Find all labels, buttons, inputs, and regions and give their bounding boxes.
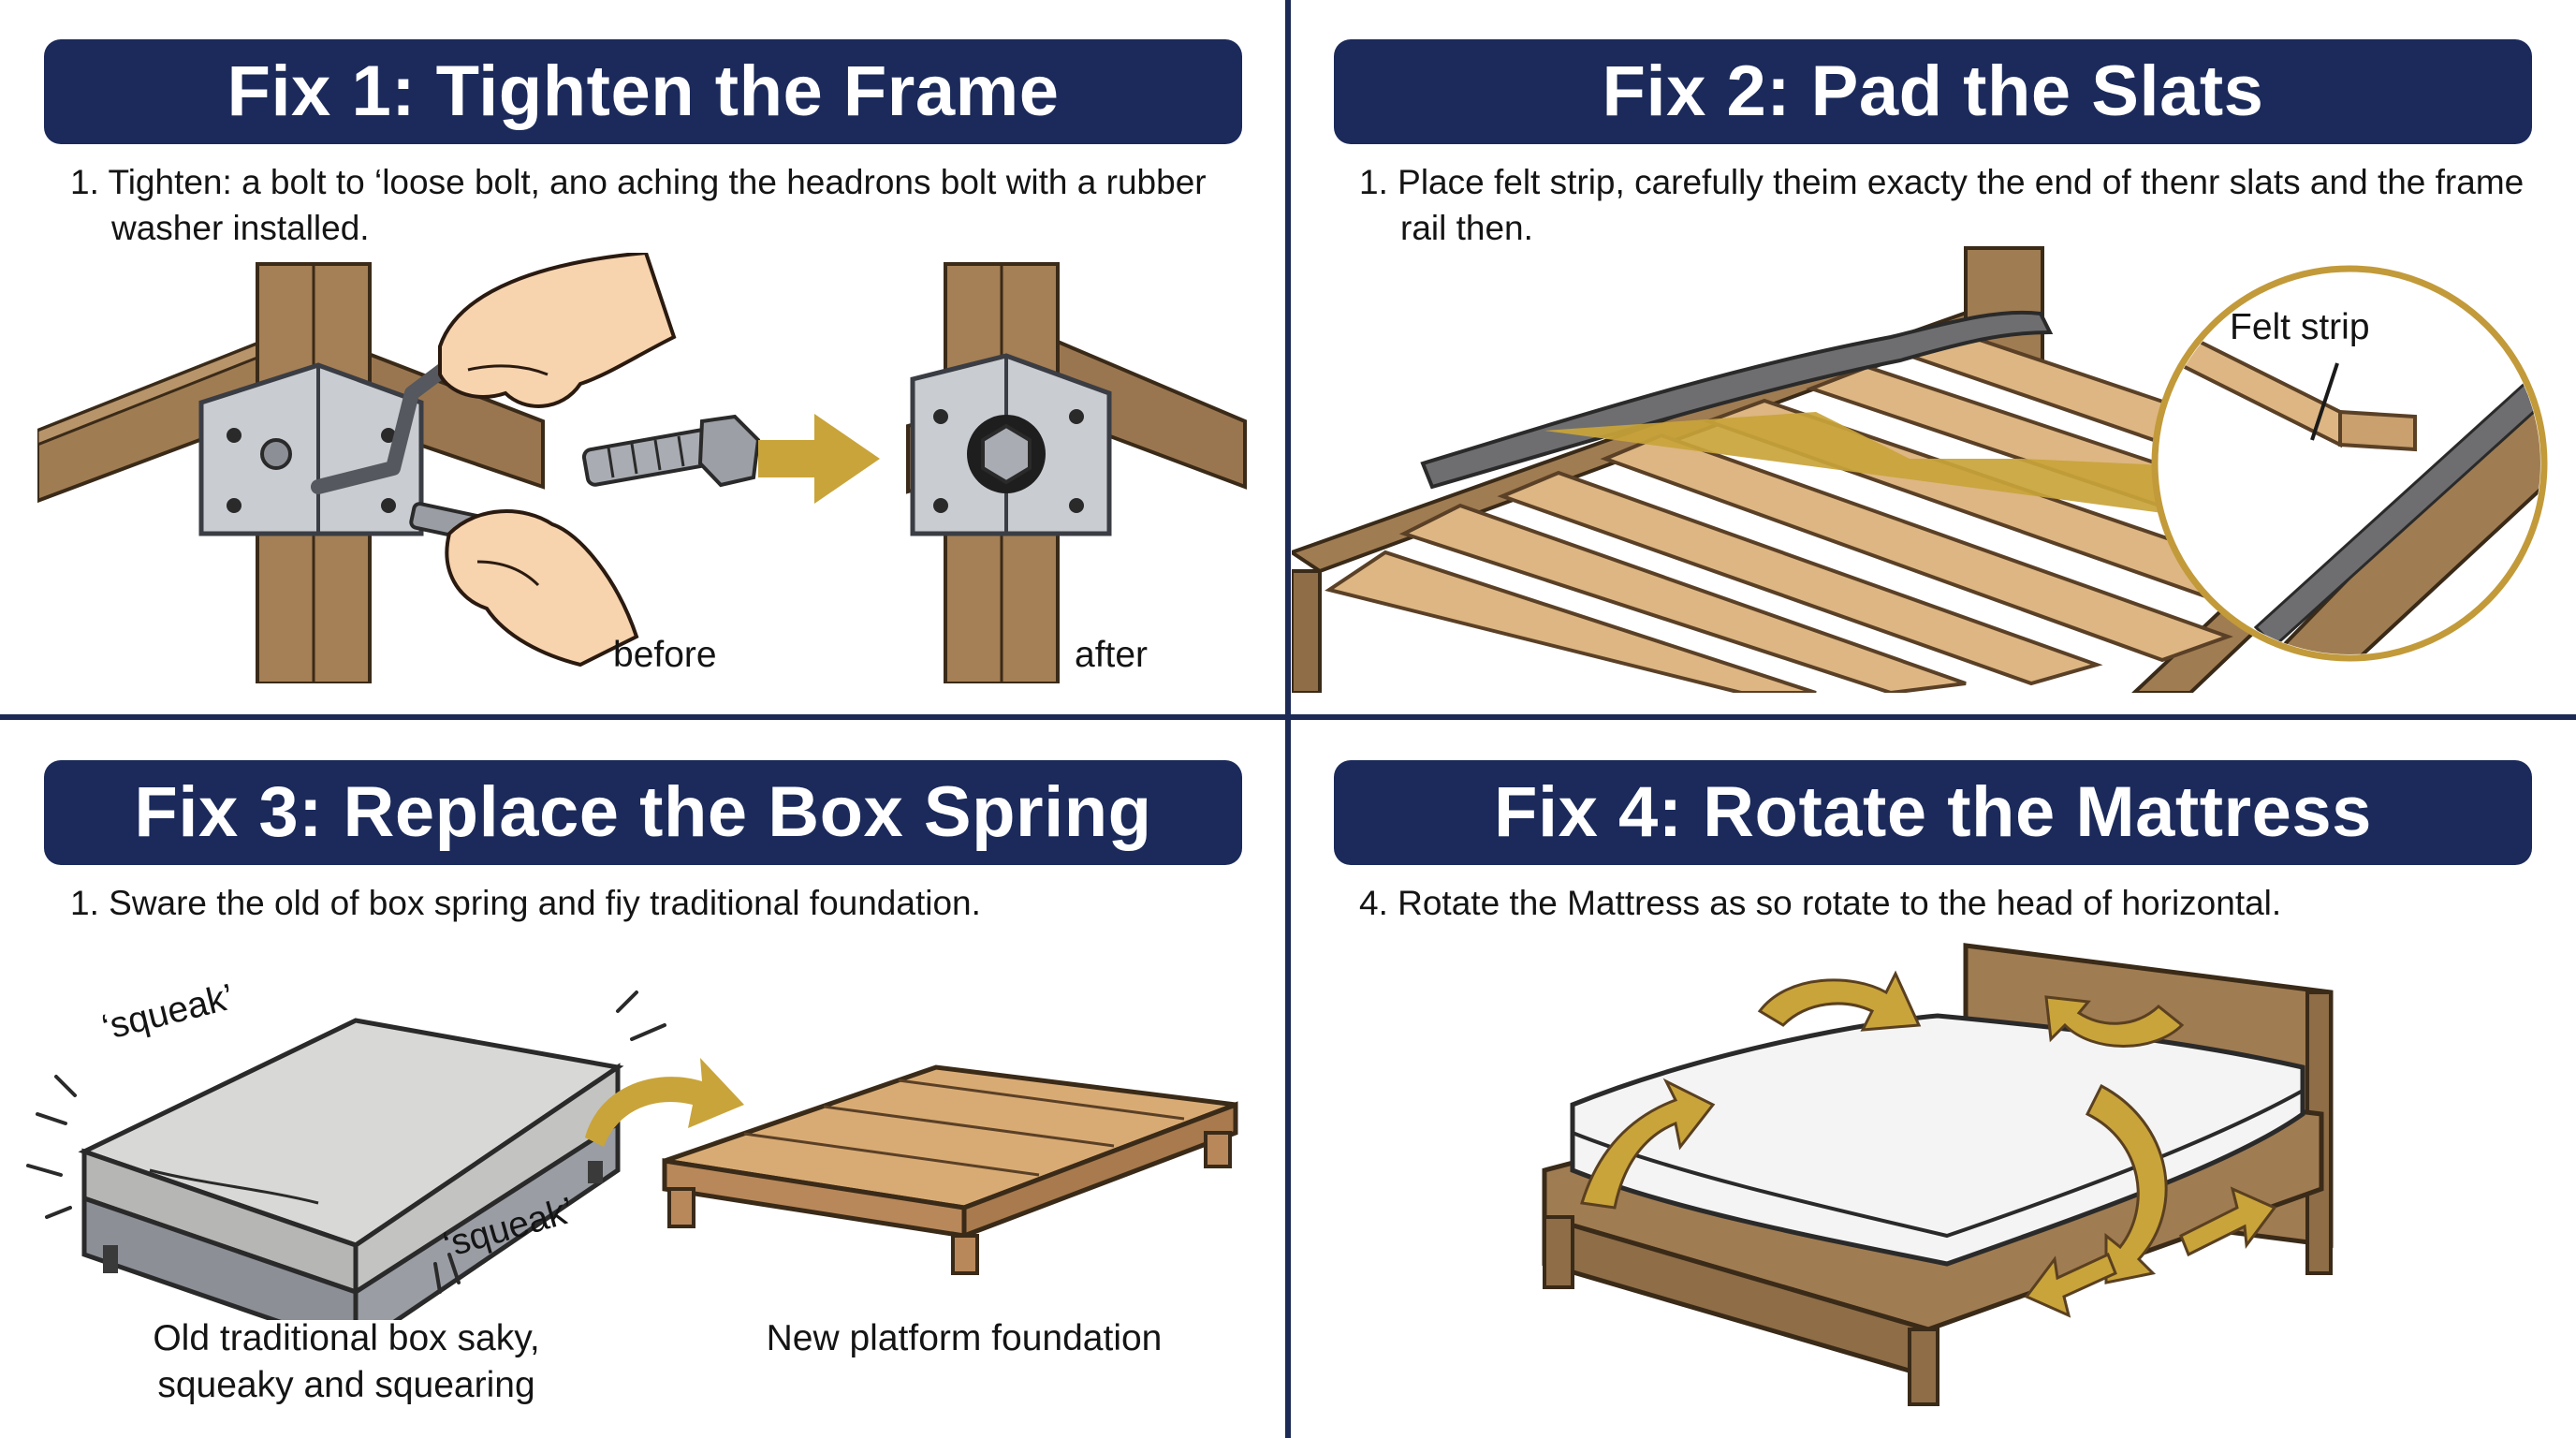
hand-lower bbox=[445, 509, 639, 668]
zoom-callout-circle bbox=[2151, 265, 2548, 662]
slats-padding-illustration bbox=[1292, 246, 2548, 693]
old-box-spring bbox=[78, 1018, 624, 1320]
old-box-spring-caption: Old traditional box saky, squeaky and sq… bbox=[153, 1318, 540, 1405]
fix-1-step: 1. Tighten: a bolt to ‘loose bolt, ano a… bbox=[70, 163, 1207, 247]
mattress bbox=[1570, 1013, 2305, 1267]
replace-arrow bbox=[585, 1058, 744, 1147]
fix-3-step: 1. Sware the old of box spring and fiy t… bbox=[70, 884, 981, 922]
fix-4-step: 4. Rotate the Mattress as so rotate to t… bbox=[1359, 884, 2282, 922]
tightened-bolt-with-washer bbox=[967, 415, 1046, 493]
felt-strip-label: Felt strip bbox=[2230, 307, 2370, 347]
loose-bolt bbox=[581, 414, 761, 488]
fix-2-title: Fix 2: Pad the Slats bbox=[1334, 39, 2532, 144]
after-frame-corner bbox=[906, 262, 1247, 683]
fix-4-title: Fix 4: Rotate the Mattress bbox=[1334, 760, 2532, 865]
horizontal-divider bbox=[0, 714, 2576, 720]
box-spring-replacement-illustration bbox=[26, 990, 1238, 1320]
rotation-arrows bbox=[1580, 970, 2277, 1318]
fix-1-title: Fix 1: Tighten the Frame bbox=[44, 39, 1242, 144]
new-foundation-caption: New platform foundation bbox=[766, 1318, 1163, 1358]
before-to-after-arrow bbox=[758, 414, 880, 504]
felt-strip bbox=[1420, 310, 2054, 490]
frame-tightening-illustration bbox=[37, 253, 1247, 683]
squeak-lines bbox=[26, 990, 666, 1294]
hand-upper bbox=[438, 253, 677, 408]
platform-foundation bbox=[662, 1064, 1238, 1275]
allen-wrench bbox=[311, 358, 457, 494]
fix-2-step: 1. Place felt strip, carefully theim exa… bbox=[1359, 163, 2525, 247]
before-label: before bbox=[613, 635, 717, 675]
zoom-callout-beam bbox=[1544, 412, 2247, 524]
after-label: after bbox=[1075, 635, 1149, 675]
metal-corner-bracket bbox=[198, 362, 424, 536]
mattress-rotation-illustration bbox=[1542, 943, 2334, 1406]
fix-3-title: Fix 3: Replace the Box Spring bbox=[44, 760, 1242, 865]
